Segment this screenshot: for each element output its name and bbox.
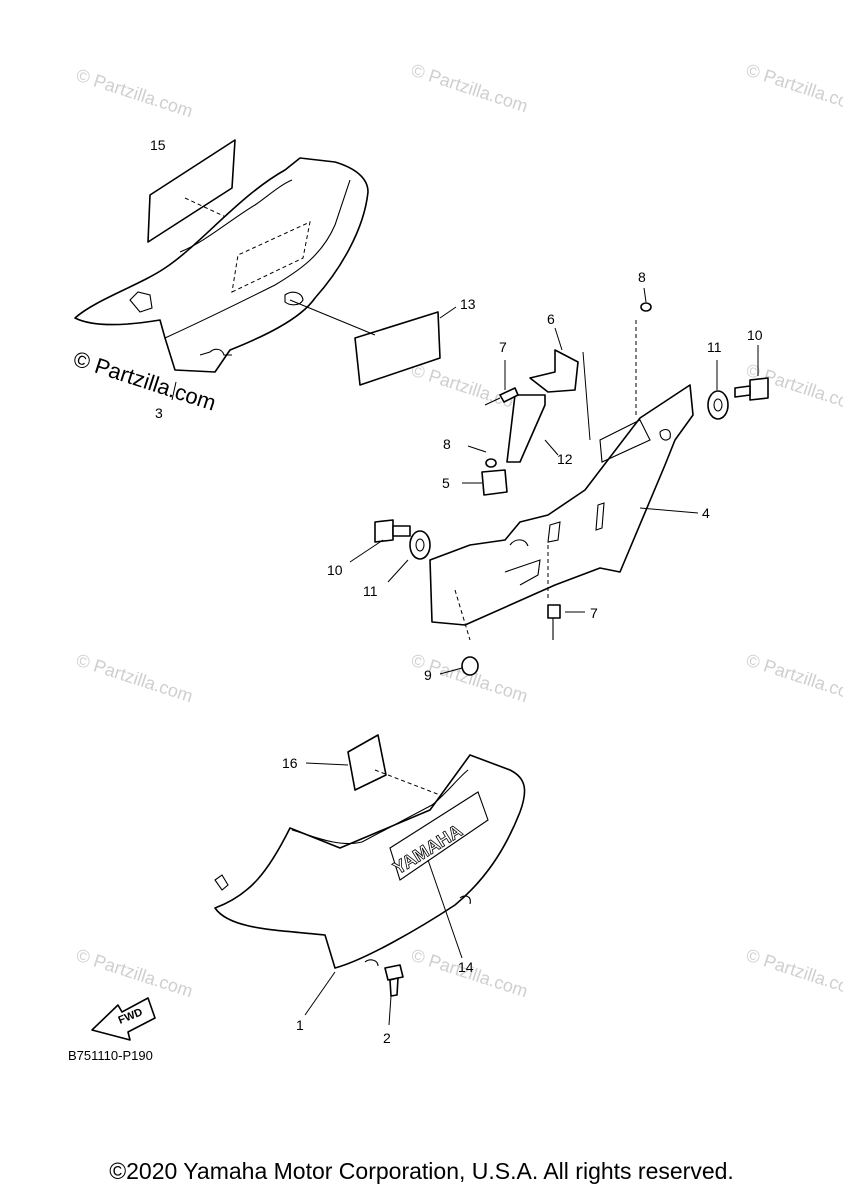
decal-16 xyxy=(305,734,441,796)
callout-3: 3 xyxy=(155,405,163,421)
watermark: © Partzilla.com xyxy=(744,650,843,707)
watermark: © Partzilla.com xyxy=(744,945,843,1002)
side-cover-1: YAMAHA xyxy=(214,754,526,1016)
copyright-notice: ©2020 Yamaha Motor Corporation, U.S.A. A… xyxy=(109,1158,734,1184)
decal-13 xyxy=(289,299,457,386)
callout-7-bottom: 7 xyxy=(590,605,598,621)
washer-8-mid xyxy=(467,445,497,468)
callout-1: 1 xyxy=(296,1017,304,1033)
callout-14: 14 xyxy=(458,959,474,975)
callout-15: 15 xyxy=(150,137,166,153)
callout-13: 13 xyxy=(460,296,476,312)
callout-8-mid: 8 xyxy=(443,436,451,452)
watermark: © Partzilla.com xyxy=(74,945,196,1002)
clip-6 xyxy=(529,327,591,441)
watermark: © Partzilla.com xyxy=(409,60,531,117)
side-cover-3 xyxy=(74,157,369,401)
rivet-7-bottom xyxy=(547,604,585,640)
watermark: © Partzilla.com xyxy=(409,360,531,417)
grommet-9 xyxy=(439,656,479,676)
strap-12 xyxy=(506,394,559,463)
watermark: © Partzilla.com xyxy=(74,650,196,707)
callout-16: 16 xyxy=(282,755,298,771)
callout-5: 5 xyxy=(442,475,450,491)
callouts: 15 3 13 8 6 7 11 10 8 12 5 4 10 11 7 9 1… xyxy=(150,137,763,1046)
grommet-11-left xyxy=(387,530,431,583)
nut-clip-5 xyxy=(462,469,508,496)
callout-7-top: 7 xyxy=(499,339,507,355)
diagram-code: B751110-P190 xyxy=(68,1048,153,1063)
bolt-10-left xyxy=(349,519,411,563)
rivet-7-top xyxy=(484,360,519,406)
decal-15 xyxy=(147,139,259,243)
callout-10-left: 10 xyxy=(327,562,343,578)
washer-8-top xyxy=(640,287,652,312)
watermark: © Partzilla.com xyxy=(744,60,843,117)
callout-6: 6 xyxy=(547,311,555,327)
callout-9: 9 xyxy=(424,667,432,683)
callout-8-top: 8 xyxy=(638,269,646,285)
callout-4: 4 xyxy=(702,505,710,521)
callout-2: 2 xyxy=(383,1030,391,1046)
fwd-arrow-icon: FWD xyxy=(91,997,156,1041)
bolt-10-right xyxy=(734,345,769,401)
grommet-11-right xyxy=(707,360,729,420)
bracket-4 xyxy=(429,320,699,641)
callout-11-left: 11 xyxy=(363,583,378,599)
watermark: © Partzilla.com xyxy=(74,65,196,122)
callout-12: 12 xyxy=(557,451,573,467)
callout-10-right: 10 xyxy=(747,327,763,343)
callout-11-right: 11 xyxy=(707,339,722,355)
screw-2 xyxy=(384,964,404,1026)
